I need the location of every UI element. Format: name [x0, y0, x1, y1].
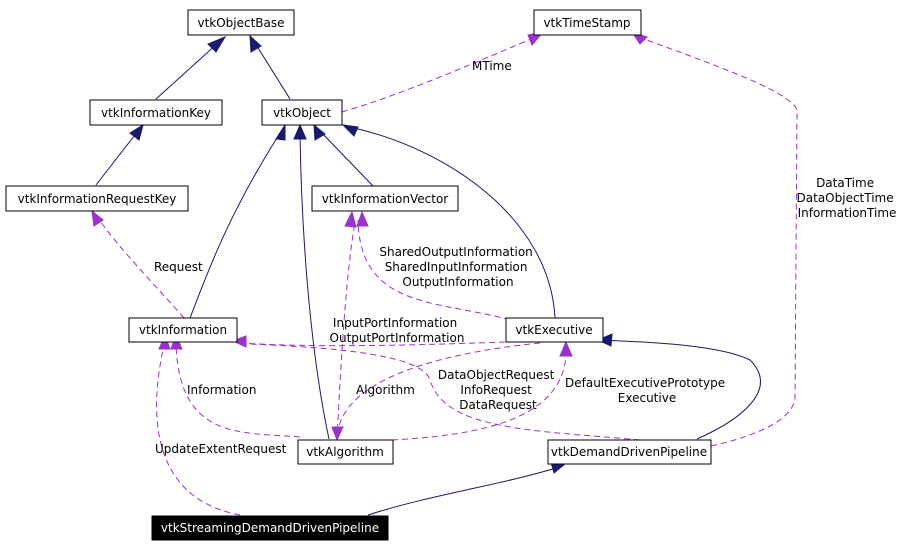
edge-objectbase-to-object	[254, 42, 291, 100]
edge-ddpipeline-to-sddpipeline	[367, 467, 557, 516]
node-vtkStreamingDemandDrivenPipeline[interactable]: vtkStreamingDemandDrivenPipeline	[151, 515, 389, 541]
label-default-executive: DefaultExecutivePrototype Executive	[565, 376, 729, 405]
edge-object-to-algorithm	[299, 135, 330, 440]
edge-port-information	[336, 221, 356, 441]
arrowhead-informationkey	[129, 123, 144, 141]
svg-text:vtkInformationKey: vtkInformationKey	[101, 106, 211, 120]
svg-text:vtkDemandDrivenPipeline: vtkDemandDrivenPipeline	[551, 445, 707, 459]
edge-object-to-executive	[353, 127, 556, 319]
svg-text:vtkInformationRequestKey: vtkInformationRequestKey	[18, 192, 177, 206]
node-vtkObjectBase[interactable]: vtkObjectBase	[187, 9, 295, 36]
edge-object-to-information	[189, 132, 281, 319]
arrowhead-object-1	[275, 123, 286, 141]
node-vtkInformation[interactable]: vtkInformation	[128, 317, 238, 343]
arrowhead-infovector-2	[356, 210, 369, 227]
label-datatime: DataTime DataObjectTime InformationTime	[797, 176, 898, 220]
node-vtkInformationKey[interactable]: vtkInformationKey	[89, 99, 223, 126]
node-vtkInformationRequestKey[interactable]: vtkInformationRequestKey	[5, 185, 189, 212]
edge-executive-to-ddpipeline	[598, 339, 761, 440]
edge-executive-to-information	[239, 341, 506, 347]
edge-mtime	[341, 35, 539, 113]
node-vtkDemandDrivenPipeline[interactable]: vtkDemandDrivenPipeline	[547, 439, 712, 465]
edge-object-to-infovector	[319, 130, 374, 187]
node-vtkInformationVector[interactable]: vtkInformationVector	[311, 185, 459, 212]
svg-text:vtkTimeStamp: vtkTimeStamp	[543, 16, 630, 30]
label-port-information: InputPortInformation OutputPortInformati…	[330, 316, 465, 345]
edge-information	[175, 344, 301, 438]
label-shared-output: SharedOutputInformation SharedInputInfor…	[379, 245, 536, 289]
edge-request	[97, 217, 185, 319]
edge-algorithm-from-executive	[337, 342, 541, 431]
node-vtkAlgorithm[interactable]: vtkAlgorithm	[297, 439, 394, 465]
edge-data-object-request	[239, 342, 641, 441]
arrowhead-infovector-1	[344, 210, 357, 228]
svg-text:vtkObjectBase: vtkObjectBase	[197, 16, 284, 30]
edge-default-executive	[391, 344, 567, 441]
arrowhead-requestkey	[91, 209, 104, 227]
svg-text:vtkExecutive: vtkExecutive	[515, 323, 592, 337]
svg-text:vtkStreamingDemandDrivenPipeli: vtkStreamingDemandDrivenPipeline	[161, 521, 379, 535]
label-information: Information	[187, 383, 256, 397]
svg-text:vtkAlgorithm: vtkAlgorithm	[306, 445, 384, 459]
svg-text:vtkInformation: vtkInformation	[139, 323, 227, 337]
arrowhead-object-2	[293, 123, 307, 140]
label-algorithm: Algorithm	[356, 383, 415, 397]
node-vtkTimeStamp[interactable]: vtkTimeStamp	[533, 9, 642, 36]
edge-informationkey-to-requestkey	[95, 130, 139, 186]
arrowhead-executive	[596, 333, 613, 347]
edge-objectbase-to-informationkey	[155, 42, 219, 100]
arrowhead-objectbase-left	[207, 35, 227, 53]
label-update-extent-request: UpdateExtentRequest	[155, 442, 287, 456]
arrowhead-algorithm	[331, 426, 344, 442]
arrowhead-object-3	[313, 123, 326, 141]
label-request: Request	[154, 260, 203, 274]
edge-update-extent-request	[156, 344, 241, 516]
arrowhead-objectbase-right	[249, 34, 262, 53]
edge-datatime	[635, 35, 798, 447]
label-data-object-request: DataObjectRequest InfoRequest DataReques…	[438, 368, 558, 412]
arrowhead-information-1	[231, 335, 247, 348]
svg-text:vtkInformationVector: vtkInformationVector	[322, 192, 449, 206]
node-vtkObject[interactable]: vtkObject	[261, 99, 343, 126]
label-mtime: MTime	[472, 59, 512, 73]
edge-shared-output	[357, 219, 511, 321]
svg-text:vtkObject: vtkObject	[273, 106, 331, 120]
arrowhead-object-4	[341, 124, 359, 137]
arrowhead-executive-usage	[559, 340, 573, 357]
node-vtkExecutive[interactable]: vtkExecutive	[505, 317, 604, 343]
